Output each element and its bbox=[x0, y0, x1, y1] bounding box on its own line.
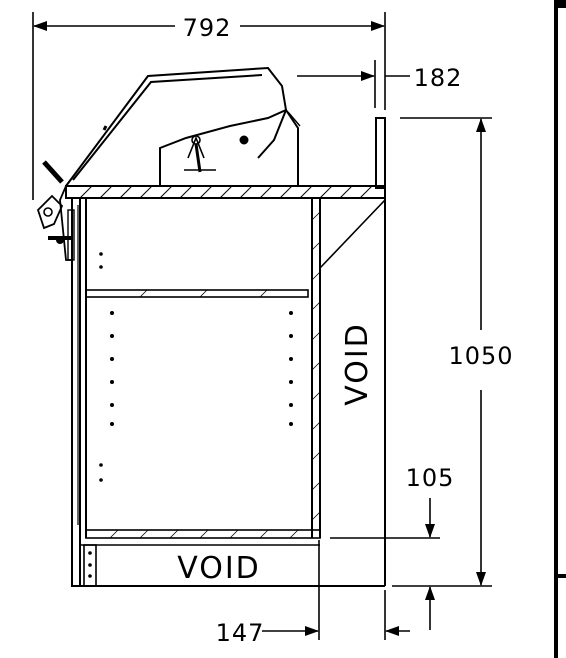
dimension-label-upstand-depth: 182 bbox=[414, 64, 463, 92]
shelf-pin-holes bbox=[88, 252, 293, 578]
dimension-overall-width bbox=[32, 12, 386, 200]
drawing-frame bbox=[554, 0, 566, 658]
dimension-label-base-offset: 147 bbox=[216, 619, 265, 647]
void-label-bottom: VOID bbox=[177, 551, 261, 586]
dimension-upstand-depth bbox=[297, 60, 410, 108]
cabinet-body bbox=[65, 117, 386, 587]
dimension-label-plinth-height: 105 bbox=[406, 464, 455, 492]
section-hatching bbox=[109, 211, 321, 539]
barbecue-unit bbox=[36, 66, 301, 261]
dimension-label-overall-width: 792 bbox=[183, 14, 232, 42]
hinge-icon bbox=[239, 135, 249, 145]
dimension-label-overall-height: 1050 bbox=[448, 342, 513, 370]
dimension-base-offset bbox=[262, 540, 410, 640]
dimension-overall-height bbox=[392, 117, 492, 587]
void-label-side: VOID bbox=[340, 322, 375, 406]
